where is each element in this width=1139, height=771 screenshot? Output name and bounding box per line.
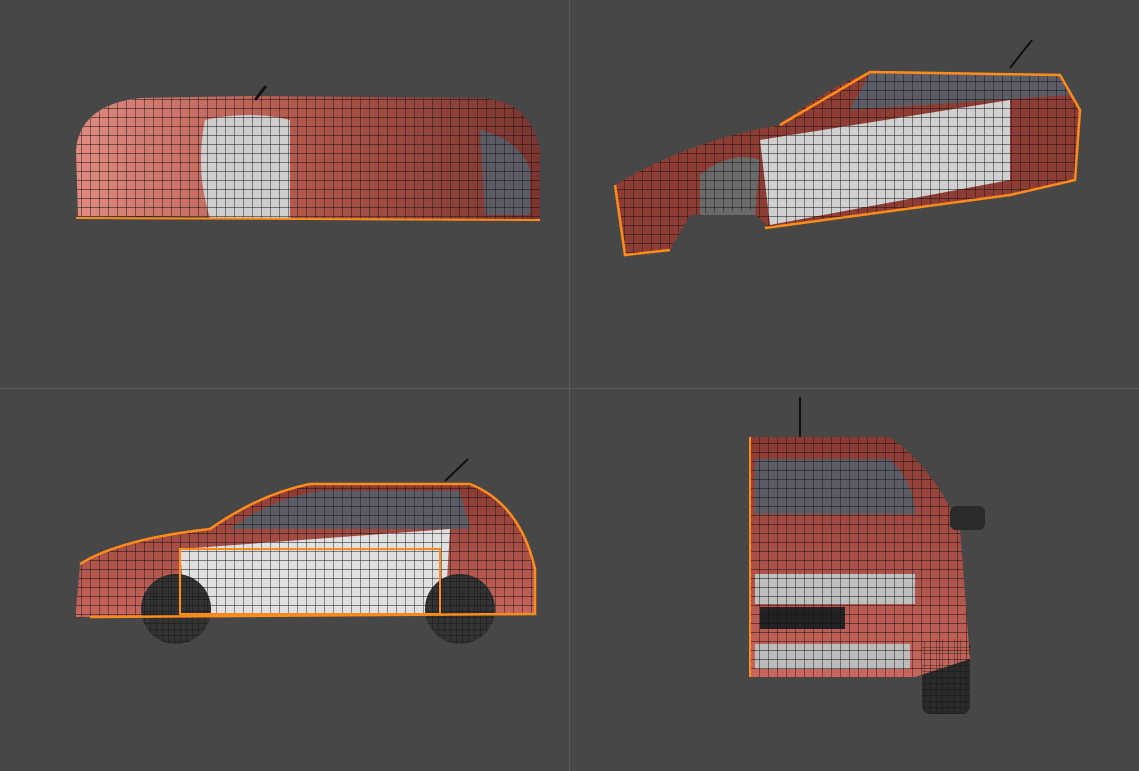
car-perspective-view bbox=[613, 39, 1082, 257]
car-rear-view bbox=[749, 397, 985, 714]
viewport-rear[interactable] bbox=[570, 389, 1139, 771]
viewport-side[interactable] bbox=[0, 389, 569, 771]
viewport-divider-horizontal[interactable] bbox=[0, 388, 1139, 389]
viewport-top[interactable] bbox=[0, 0, 569, 388]
viewport-perspective[interactable] bbox=[570, 0, 1139, 388]
car-side-view bbox=[76, 458, 537, 644]
viewport-divider-vertical[interactable] bbox=[569, 0, 570, 771]
car-top-view bbox=[75, 85, 541, 221]
